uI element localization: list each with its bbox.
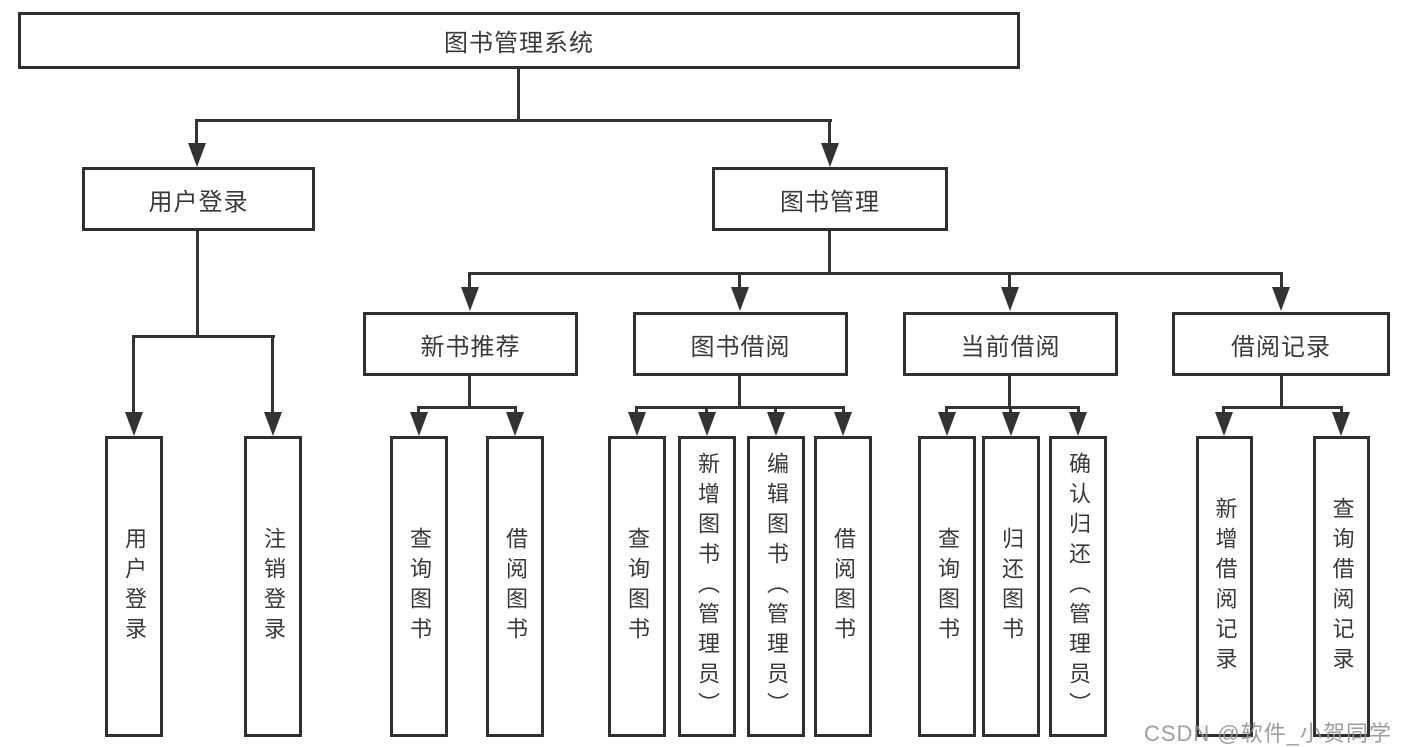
leaf-add-borrow-record: 新增借阅记录 — [1196, 436, 1253, 737]
connector-drop-book-mgmt — [828, 119, 831, 147]
connector-book-borrow-stem — [738, 376, 741, 408]
connector-book-mgmt-stem — [828, 231, 831, 274]
leaf-borrow-books-recommend-label: 借阅图书 — [503, 526, 528, 647]
connector-drop-leaf-logout — [271, 335, 274, 417]
connector-level2-hline — [196, 119, 832, 122]
arrowhead-new-book-rec — [461, 287, 479, 311]
node-borrow-records-label: 借阅记录 — [1231, 333, 1331, 361]
arrowhead-add-record — [1215, 412, 1233, 436]
arrowhead-return-book — [1002, 412, 1020, 436]
arrowhead-leaf-logout — [264, 412, 282, 436]
leaf-user-login-label: 用户登录 — [122, 526, 147, 647]
arrowhead-leaf-user-login — [125, 412, 143, 436]
connector-current-borrow-stem — [1008, 376, 1011, 408]
connector-level3-hline — [468, 272, 1283, 275]
connector-new-book-rec-stem — [468, 376, 471, 408]
leaf-query-books-recommend-label: 查询图书 — [407, 526, 432, 647]
arrowhead-book-mgmt — [821, 143, 839, 167]
arrowhead-borrow-book-rec — [506, 412, 524, 436]
leaf-borrow-books-recommend: 借阅图书 — [486, 436, 544, 737]
leaf-query-books-borrow: 查询图书 — [608, 436, 666, 737]
node-new-book-recommend: 新书推荐 — [363, 312, 578, 376]
node-book-management: 图书管理 — [712, 167, 948, 231]
leaf-add-borrow-record-label: 新增借阅记录 — [1212, 496, 1238, 677]
leaf-logout: 注销登录 — [244, 436, 302, 737]
leaf-edit-book-admin: 编辑图书（管理员） — [747, 436, 805, 737]
connector-drop-leaf-user-login — [132, 335, 135, 417]
connector-book-borrow-hline — [635, 406, 845, 409]
arrowhead-current-borrow — [1001, 287, 1019, 311]
arrowhead-edit-book — [767, 412, 785, 436]
arrowhead-confirm-return — [1069, 412, 1087, 436]
leaf-query-books-current: 查询图书 — [918, 436, 976, 737]
leaf-return-book-label: 归还图书 — [999, 526, 1024, 647]
node-user-login: 用户登录 — [82, 167, 315, 231]
node-borrow-records: 借阅记录 — [1172, 312, 1390, 376]
connector-user-login-stem — [196, 231, 199, 337]
leaf-query-books-current-label: 查询图书 — [935, 526, 960, 647]
leaf-user-login: 用户登录 — [105, 436, 163, 737]
leaf-borrow-books-borrow-label: 借阅图书 — [831, 526, 856, 647]
leaf-query-books-borrow-label: 查询图书 — [625, 526, 650, 647]
leaf-confirm-return-admin-label: 确认归还（管理员） — [1066, 451, 1091, 722]
leaf-edit-book-admin-label: 编辑图书（管理员） — [764, 451, 789, 722]
connector-drop-new-book-rec — [468, 272, 471, 290]
connector-drop-borrow-records — [1280, 272, 1283, 290]
connector-borrow-records-hline — [1222, 406, 1343, 409]
arrowhead-query-record — [1332, 412, 1350, 436]
arrowhead-query-book-rec — [410, 412, 428, 436]
connector-root-stem — [517, 69, 520, 121]
leaf-add-book-admin: 新增图书（管理员） — [678, 436, 736, 737]
connector-current-borrow-hline — [945, 406, 1080, 409]
arrowhead-borrow-book-borrow — [834, 412, 852, 436]
arrowhead-query-book-current — [938, 412, 956, 436]
leaf-logout-label: 注销登录 — [261, 526, 286, 647]
node-current-borrow-label: 当前借阅 — [960, 333, 1061, 361]
node-book-borrow-label: 图书借阅 — [690, 333, 791, 361]
leaf-borrow-books-borrow: 借阅图书 — [814, 436, 872, 737]
node-book-management-label: 图书管理 — [780, 188, 880, 216]
leaf-confirm-return-admin: 确认归还（管理员） — [1049, 436, 1107, 737]
node-root-label: 图书管理系统 — [444, 30, 594, 57]
leaf-add-book-admin-label: 新增图书（管理员） — [695, 451, 720, 722]
arrowhead-query-book-borrow — [628, 412, 646, 436]
node-root: 图书管理系统 — [18, 12, 1020, 69]
connector-drop-user-login — [195, 119, 198, 147]
node-book-borrow: 图书借阅 — [633, 312, 848, 376]
connector-drop-book-borrow — [738, 272, 741, 290]
arrowhead-user-login — [188, 143, 206, 167]
connector-drop-current-borrow — [1008, 272, 1011, 290]
node-user-login-label: 用户登录 — [148, 188, 249, 216]
node-current-borrow: 当前借阅 — [903, 312, 1118, 376]
leaf-query-borrow-record-label: 查询借阅记录 — [1329, 496, 1355, 677]
csdn-watermark: CSDN @软件_小贺同学 — [1143, 721, 1392, 746]
arrowhead-borrow-records — [1272, 287, 1290, 311]
node-new-book-recommend-label: 新书推荐 — [420, 333, 521, 361]
leaf-query-books-recommend: 查询图书 — [390, 436, 448, 737]
leaf-query-borrow-record: 查询借阅记录 — [1313, 436, 1370, 737]
leaf-return-book: 归还图书 — [982, 436, 1040, 737]
connector-new-book-rec-hline — [417, 406, 517, 409]
connector-user-login-hline — [132, 335, 275, 338]
connector-borrow-records-stem — [1280, 376, 1283, 408]
arrowhead-add-book — [698, 412, 716, 436]
arrowhead-book-borrow — [731, 287, 749, 311]
